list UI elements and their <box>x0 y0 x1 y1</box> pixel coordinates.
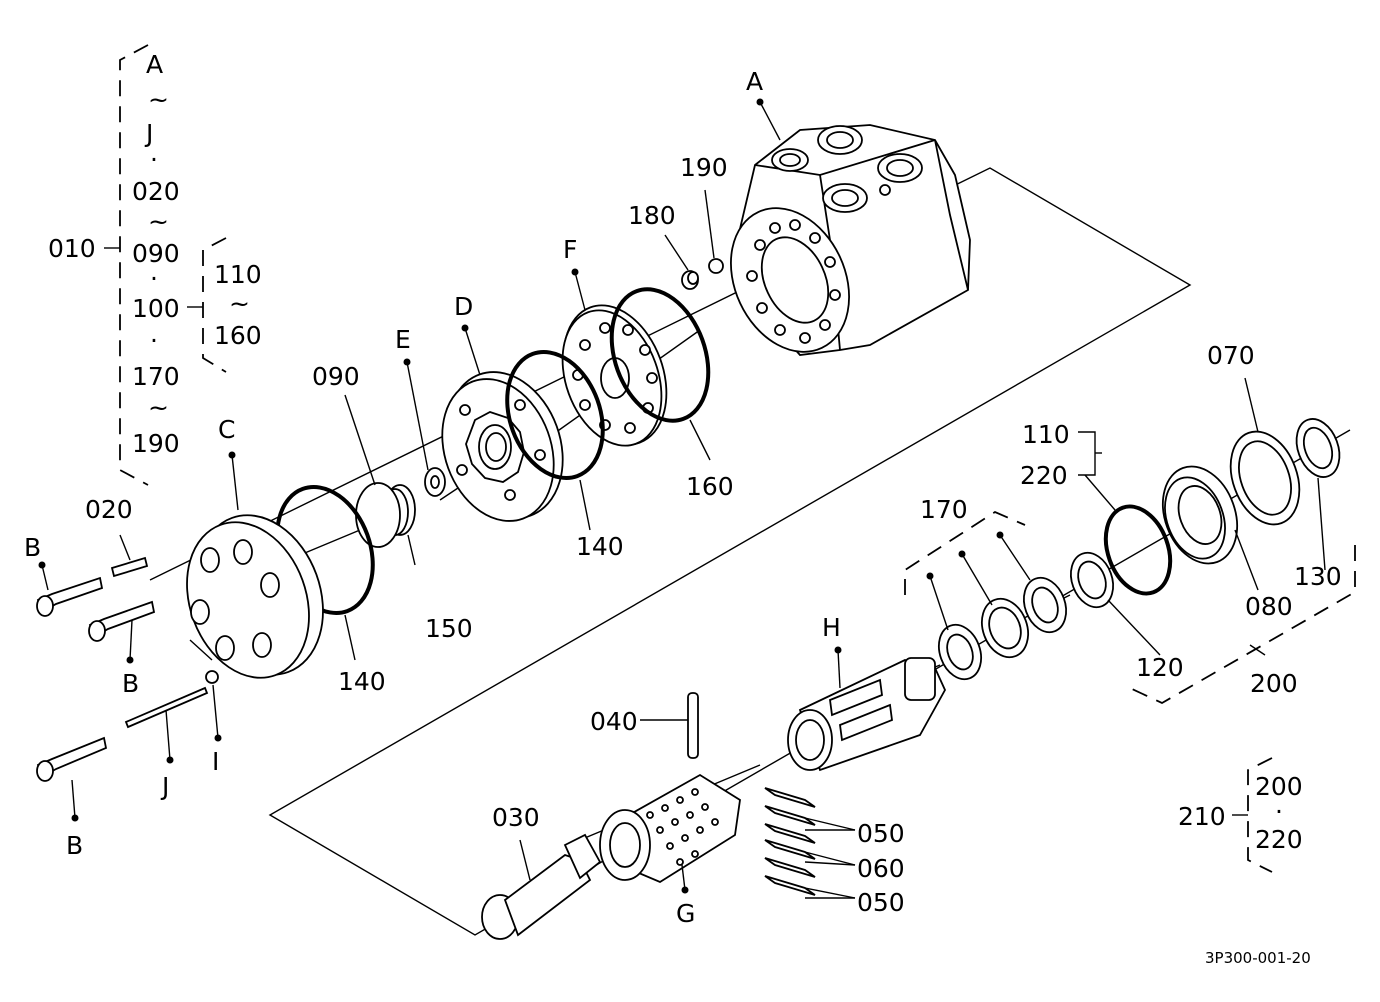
label-B: B <box>24 533 41 562</box>
label-H: H <box>822 613 841 642</box>
bracket-item: J <box>144 119 153 148</box>
bracket-item: · <box>150 326 158 355</box>
bracket-item: · <box>150 145 158 174</box>
bracket-sub-item: 110 <box>214 260 262 289</box>
bracket-010 <box>104 44 149 486</box>
bolt-B-middle <box>88 600 156 642</box>
bracket-item: · <box>150 264 158 293</box>
bracket-item: ~ <box>148 393 169 422</box>
bolt-B-upper <box>36 576 104 617</box>
housing-bolt-holes <box>746 219 841 344</box>
springs-050-060 <box>764 787 816 896</box>
bracket-110-220 <box>1078 431 1102 476</box>
label-030: 030 <box>492 803 540 832</box>
o-ring-140-upper <box>505 350 605 480</box>
bracket-item: · <box>1275 797 1283 826</box>
label-160: 160 <box>686 472 734 501</box>
label-050: 050 <box>857 819 905 848</box>
sleeve-holes <box>646 788 719 866</box>
bracket-item: 090 <box>132 239 180 268</box>
housing-ports <box>771 125 923 213</box>
pin-040 <box>687 692 699 759</box>
bracket-item: 020 <box>132 177 180 206</box>
label-220: 220 <box>1020 461 1068 490</box>
washer-E <box>424 467 446 497</box>
label-C: C <box>218 415 235 444</box>
bracket-item: 190 <box>132 429 180 458</box>
label-D: D <box>454 292 473 321</box>
ball-190 <box>708 258 724 274</box>
label-080: 080 <box>1245 592 1293 621</box>
o-ring-160 <box>609 287 711 423</box>
bracket-100 <box>187 237 227 373</box>
label-G: G <box>676 899 695 928</box>
seal-group-170 <box>938 576 1067 681</box>
label-060: 060 <box>857 854 905 883</box>
label-170: 170 <box>920 495 968 524</box>
spool-030 <box>481 833 602 940</box>
bracket-010-labels: 010 A ~ J · 020 ~ 090 · 100 · 170 ~ 190 … <box>48 50 262 458</box>
bracket-item: ~ <box>148 207 169 236</box>
label-140: 140 <box>576 532 624 561</box>
bracket-210-labels: 210 200 · 220 <box>1178 772 1303 854</box>
pin-020 <box>110 556 149 578</box>
plug-180 <box>681 270 699 290</box>
plate-F <box>561 304 668 447</box>
label-A: A <box>746 67 763 96</box>
label-050: 050 <box>857 888 905 917</box>
label-140: 140 <box>338 667 386 696</box>
label-090: 090 <box>312 362 360 391</box>
label-110: 110 <box>1022 420 1070 449</box>
part-number-labels: 020 030 040 050 060 050 070 080 090 110 … <box>85 153 1342 917</box>
label-200: 200 <box>1250 669 1298 698</box>
label-E: E <box>395 325 411 354</box>
gland-080 <box>1162 465 1238 565</box>
bracket-item: A <box>146 50 163 79</box>
plate-090 <box>355 482 401 548</box>
bracket-item: 220 <box>1255 825 1303 854</box>
rod-J <box>124 686 209 729</box>
bracket-sub-item: 160 <box>214 321 262 350</box>
label-I: I <box>212 747 219 776</box>
seal-070 <box>1229 430 1301 526</box>
bracket-item: 170 <box>132 362 180 391</box>
bracket-170-200 <box>904 510 1356 705</box>
gerotor-D <box>441 371 564 522</box>
bracket-item: ~ <box>148 85 169 114</box>
label-F: F <box>563 235 577 264</box>
label-130: 130 <box>1294 562 1342 591</box>
label-180: 180 <box>628 201 676 230</box>
o-ring-110 <box>1103 504 1173 596</box>
label-210: 210 <box>1178 802 1226 831</box>
bolt-B-lower <box>36 736 108 782</box>
label-190: 190 <box>680 153 728 182</box>
figure-code: 3P300-001-20 <box>1205 949 1311 967</box>
part-labels: A B B B C D E F G H I J <box>24 67 841 928</box>
leader-lines <box>38 98 1326 899</box>
valve-housing <box>730 124 971 356</box>
label-040: 040 <box>590 707 638 736</box>
label-150: 150 <box>425 614 473 643</box>
seal-120 <box>1070 551 1114 609</box>
ring-130 <box>1295 418 1341 478</box>
label-J: J <box>160 772 169 801</box>
sleeve-G <box>599 773 741 884</box>
label-B: B <box>66 831 83 860</box>
housing-H <box>787 657 947 772</box>
label-010: 010 <box>48 234 96 263</box>
label-020: 020 <box>85 495 133 524</box>
end-cap-C <box>186 514 324 679</box>
bracket-item: 200 <box>1255 772 1303 801</box>
ball-I <box>205 670 219 684</box>
label-070: 070 <box>1207 341 1255 370</box>
bracket-item: 100 <box>132 294 180 323</box>
label-B: B <box>122 669 139 698</box>
bracket-sub-item: ~ <box>229 289 250 318</box>
label-120: 120 <box>1136 653 1184 682</box>
bracket-210 <box>1232 757 1273 873</box>
